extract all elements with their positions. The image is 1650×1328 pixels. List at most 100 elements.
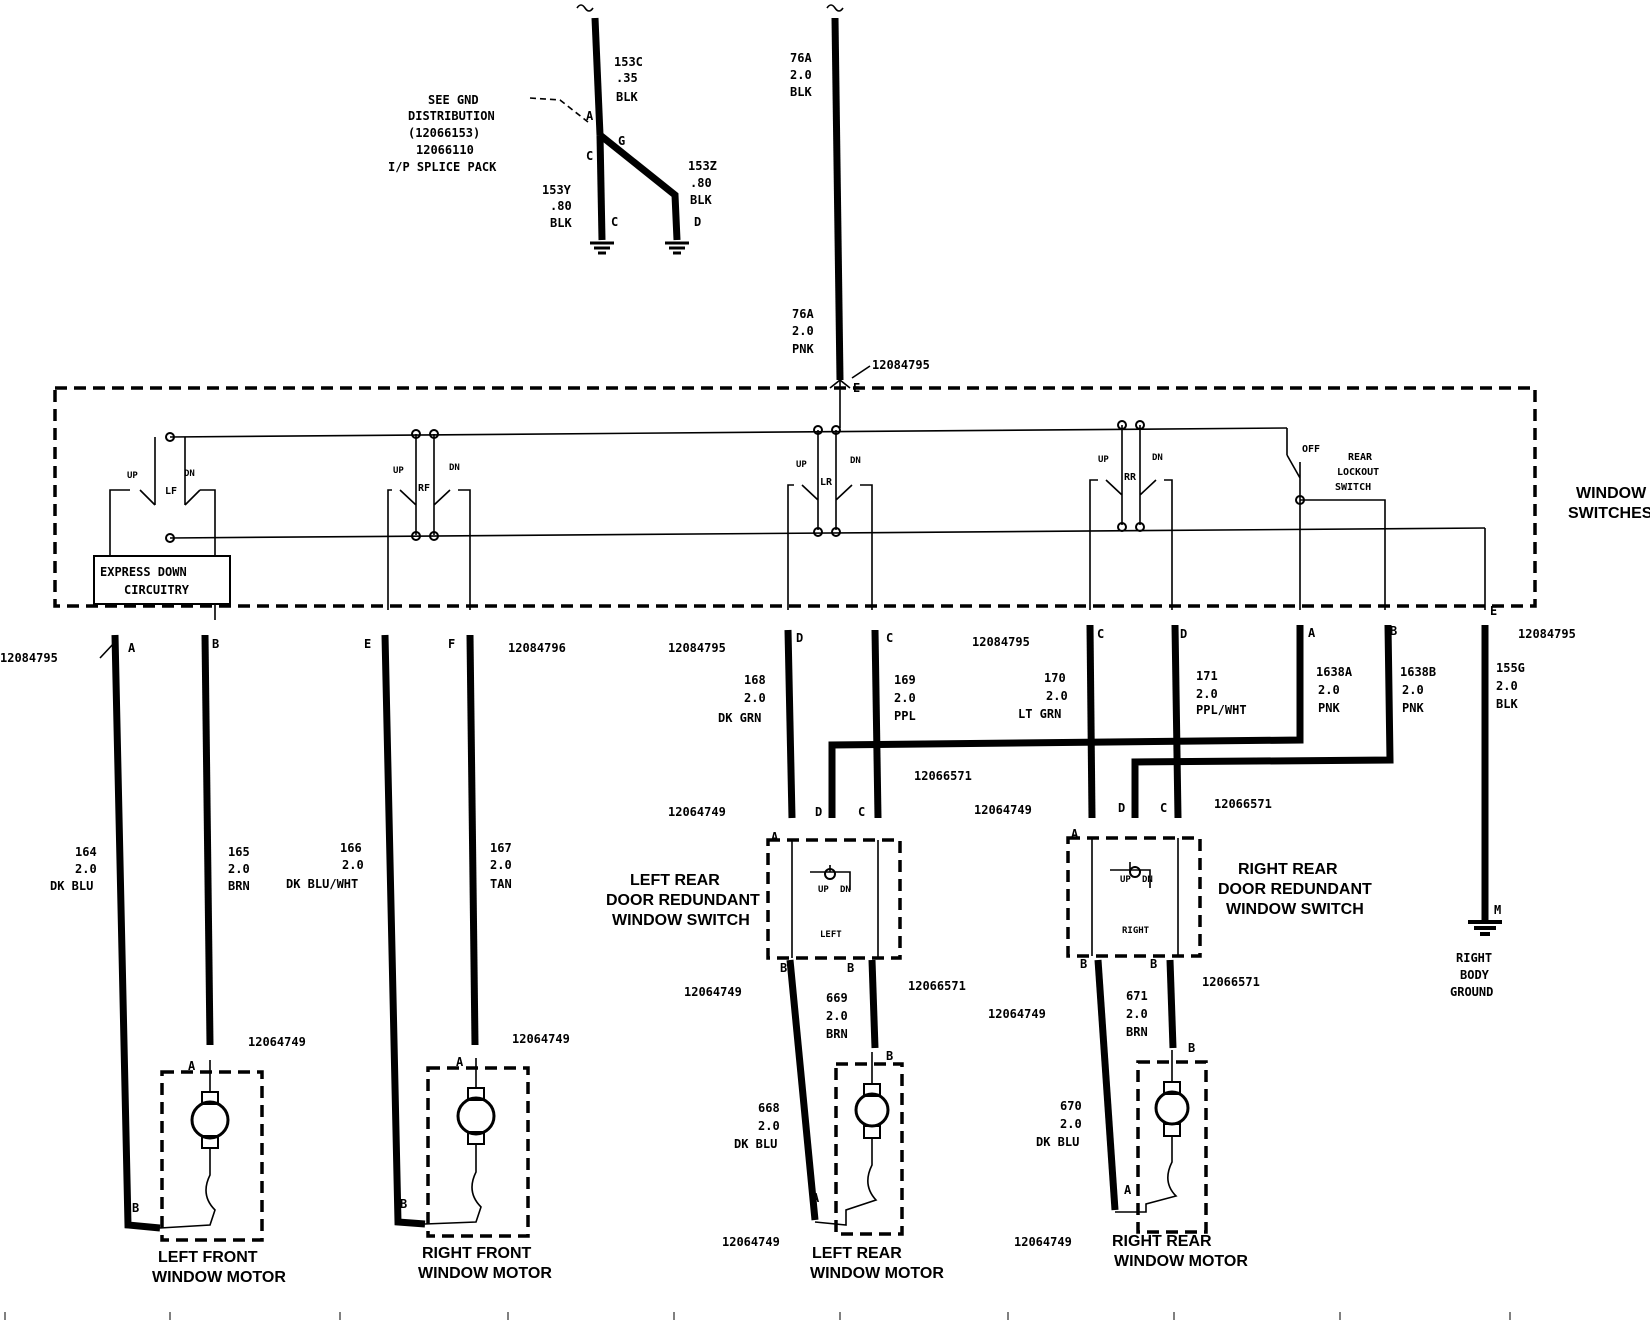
conn-leader [851,365,871,379]
break-symbol [576,4,594,12]
wire-670 [1094,959,1119,1211]
ground-symbol-2 [665,241,689,255]
ground-pin: M [1494,903,1501,917]
w668-3: DK BLU [734,1137,777,1151]
ground-icon [1468,920,1502,936]
motor-lr: LEFT REAR WINDOW MOTOR 12064749 B A [722,1049,944,1282]
conn-rf: 12084796 [508,641,566,655]
rr-pin-b1: B [1080,957,1087,971]
rr-sw-up: UP [1120,875,1131,885]
w168-2: 2.0 [744,691,766,705]
motor-lr-pin-a: A [812,1191,820,1205]
rr-sw-dn: DN [1142,875,1153,885]
lr-label: LR [820,477,833,488]
rear-lockout-switch: OFF REAR LOCKOUT SWITCH [1286,428,1486,610]
rr-conn-top-b: 12066571 [1214,797,1272,811]
motor-lr-label-1: LEFT REAR [812,1245,902,1262]
w153y-1: 153Y [542,183,572,197]
rr-conn-bot-a: 12064749 [988,1007,1046,1021]
w669-3: BRN [826,1027,848,1041]
w168-3: DK GRN [718,711,761,725]
w670-1: 670 [1060,1099,1082,1113]
lr-conn-bot-b: 12066571 [908,979,966,993]
motor-rr-label-1: RIGHT REAR [1112,1233,1212,1250]
lr-title-3: WINDOW SWITCH [612,912,750,929]
w668-2: 2.0 [758,1119,780,1133]
rr-label: RR [1124,472,1137,483]
motor-rf-pin-a: A [456,1055,464,1069]
rr-conn-top-a: 12064749 [974,803,1032,817]
rr-title-2: DOOR REDUNDANT [1218,881,1372,898]
lockout-3: SWITCH [1335,482,1371,493]
rr-switch-box [1066,836,1202,958]
lockout-1: REAR [1348,452,1373,463]
rr-title-3: WINDOW SWITCH [1226,901,1364,918]
wire-1638a [828,625,1304,818]
gnd-note-3: (12066153) [408,126,480,140]
w167-1: 167 [490,841,512,855]
w76a-bot-2: 2.0 [792,324,814,338]
gnd-note-1: SEE GND [428,93,479,107]
lr-pin-a: A [771,830,779,844]
w1638a-2: 2.0 [1318,683,1340,697]
motor-rr-pin-b: B [1188,1041,1195,1055]
pin-c: C [586,149,593,163]
w153z-1: 153Z [688,159,717,173]
pin-rf-f: F [448,637,455,651]
motor-lf-label-1: LEFT FRONT [158,1249,258,1266]
w153z-3: BLK [690,193,712,207]
switch-lr: LR UP DN [787,425,873,610]
w169-1: 169 [894,673,916,687]
lr-sw-inner: LEFT [820,930,842,940]
rr-conn-bot-b: 12066571 [1202,975,1260,989]
w671-2: 2.0 [1126,1007,1148,1021]
w164-2: 2.0 [75,862,97,876]
motor-lf-label-2: WINDOW MOTOR [152,1269,286,1286]
w169-2: 2.0 [894,691,916,705]
motor-rr: RIGHT REAR WINDOW MOTOR 12064749 B A [1014,1041,1248,1270]
lr-redundant-switch: UP DN LEFT LEFT REAR DOOR REDUNDANT WIND… [606,769,972,999]
motor-icon [190,1100,230,1140]
w171-2: 2.0 [1196,687,1218,701]
motor-lf: LEFT FRONT WINDOW MOTOR 12064749 A B [132,1035,306,1286]
motor-rf-pin-b: B [400,1197,407,1211]
motor-rf-label-1: RIGHT FRONT [422,1245,532,1262]
motor-icon [854,1092,890,1128]
wire-164 [111,634,161,1232]
lr-pin-d: D [815,805,822,819]
motor-rf-conn: 12064749 [512,1032,570,1046]
w76a-top-2: 2.0 [790,68,812,82]
motor-rf-box [426,1066,530,1238]
express-2: CIRCUITRY [124,583,190,597]
harness-wires [111,624,1489,1232]
w155g-1: 155G [1496,661,1525,675]
motor-lr-box [834,1062,904,1236]
pin-lo-a: A [1308,626,1316,640]
pin-lf-a: A [128,641,136,655]
w153z-2: .80 [690,176,712,190]
bottom-connectors: 12084795 12084796 12084795 12084795 1208… [0,604,1576,665]
lr-up: UP [796,460,807,470]
wire-153c [591,17,604,136]
motor-rf: RIGHT FRONT WINDOW MOTOR 12064749 A B [400,1032,570,1282]
w164-3: DK BLU [50,879,93,893]
wire-167 [466,634,479,1046]
rr-redundant-switch: UP DN RIGHT RIGHT REAR DOOR REDUNDANT WI… [974,797,1372,1021]
motor-lf-conn: 12064749 [248,1035,306,1049]
rf-label: RF [418,483,430,494]
w166-2: 2.0 [342,858,364,872]
conn-lr: 12084795 [668,641,726,655]
rr-pin-c: C [1160,801,1167,815]
window-switches-box [53,386,1537,608]
w167-3: TAN [490,877,512,891]
lockout-off: OFF [1302,444,1320,455]
wire-668 [786,959,819,1221]
motor-icon [1154,1090,1190,1126]
ground-label-3: GROUND [1450,985,1493,999]
w671-3: BRN [1126,1025,1148,1039]
pin-rr-c: C [1097,627,1104,641]
conn-lf: 12084795 [0,651,58,665]
break-symbol [826,4,844,12]
ground-distribution: SEE GND DISTRIBUTION (12066153) 12066110… [388,4,717,255]
